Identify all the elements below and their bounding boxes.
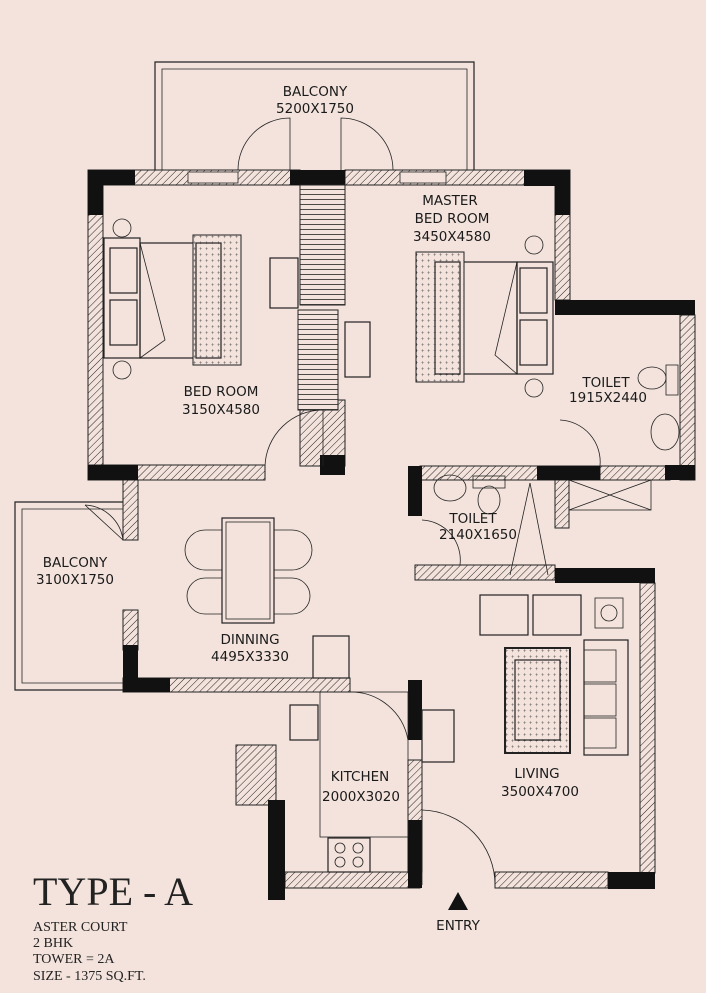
unit-config: 2 BHK (33, 936, 73, 951)
master-bedroom-name-2: BED ROOM (415, 211, 490, 227)
balcony-top (154, 61, 475, 171)
kitchen-name: KITCHEN (331, 769, 390, 785)
walls (87, 169, 696, 900)
master-bedroom-size: 3450X4580 (413, 229, 491, 245)
balcony-left-name: BALCONY (43, 555, 108, 571)
entry-label: ENTRY (436, 918, 480, 934)
living-name: LIVING (514, 766, 559, 782)
master-bedroom-name-1: MASTER (422, 193, 478, 209)
kitchen-size: 2000X3020 (322, 789, 400, 805)
project-name: ASTER COURT (33, 920, 128, 935)
balcony-left (14, 501, 123, 691)
balcony-top-name: BALCONY (283, 84, 348, 100)
balcony-top-size: 5200X1750 (276, 101, 354, 117)
bedroom-name: BED ROOM (184, 384, 259, 400)
toilet-common-size: 2140X1650 (439, 527, 517, 543)
dinning-size: 4495X3330 (211, 649, 289, 665)
entry-arrow-icon (448, 892, 468, 910)
toilet-master-size: 1915X2440 (569, 390, 647, 406)
bedroom-size: 3150X4580 (182, 402, 260, 418)
toilet-common-name: TOILET (448, 511, 497, 527)
unit-size: SIZE - 1375 SQ.FT. (33, 969, 146, 984)
dinning-name: DINNING (220, 632, 279, 648)
toilet-master-name: TOILET (581, 375, 630, 391)
balcony-left-size: 3100X1750 (36, 572, 114, 588)
wardrobes (269, 184, 371, 411)
living-size: 3500X4700 (501, 784, 579, 800)
plan-title: TYPE - A (33, 869, 193, 914)
furniture (103, 218, 680, 873)
tower: TOWER = 2A (33, 952, 115, 967)
doors (84, 409, 601, 886)
